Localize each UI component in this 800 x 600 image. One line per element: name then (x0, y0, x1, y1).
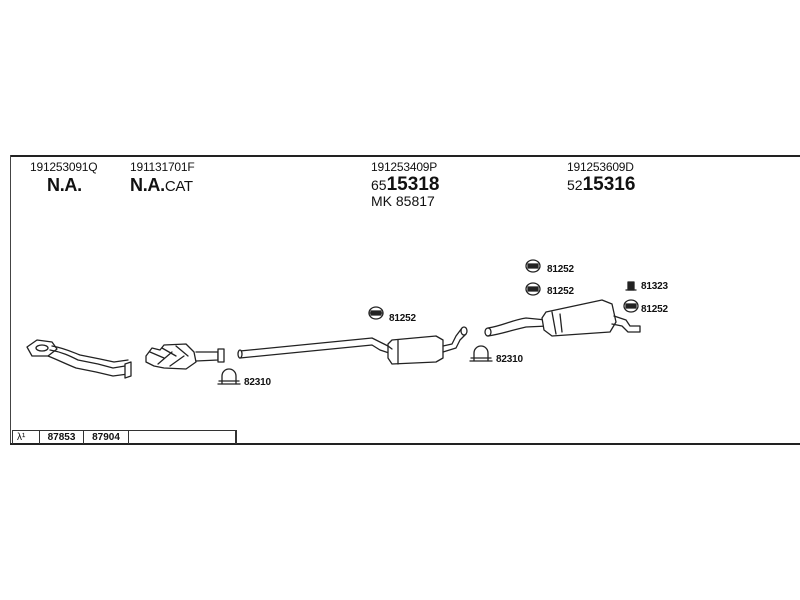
clamp-82310-front (217, 368, 241, 385)
label-hanger-rear-top: 81252 (547, 264, 574, 275)
part-number-rear-silencer: 191253609D (567, 160, 634, 174)
bolt-81323 (625, 281, 637, 291)
hanger-81252-middle (368, 306, 384, 320)
diagram-left-rule (10, 155, 11, 444)
label-clamp-front: 82310 (244, 377, 271, 388)
lambda-legend: λ¹ 87853 87904 (12, 430, 237, 444)
label-hanger-rear-mid: 81252 (547, 286, 574, 297)
rear-silencer-drawing (484, 299, 641, 337)
hanger-81252-rear-mid (525, 282, 541, 296)
diagram-bottom-rule (10, 443, 800, 445)
hanger-81252-rear-top (525, 259, 541, 273)
part-name-front-pipe: N.A. (47, 175, 82, 195)
lambda-symbol: λ¹ (13, 431, 40, 444)
part-name-catalyst-main: N.A. (130, 175, 165, 195)
clamp-82310-rear (469, 345, 493, 362)
code-middle-silencer-main: 15318 (386, 174, 440, 195)
part-name-catalyst-suffix: CAT (164, 178, 193, 195)
label-hanger-middle: 81252 (389, 313, 416, 324)
part-number-catalyst: 191131701F (130, 160, 195, 174)
code-rear-silencer-main: 15316 (582, 174, 636, 195)
catalyst-drawing (145, 343, 225, 370)
diagram-top-rule (10, 155, 800, 157)
lambda-sensor-1: 87853 (40, 431, 84, 444)
label-hanger-rear-right: 81252 (641, 304, 668, 315)
front-pipe-drawing (26, 339, 132, 379)
lambda-empty-cell (129, 431, 236, 444)
label-clamp-rear: 82310 (496, 354, 523, 365)
code-rear-silencer: 5215316 (567, 174, 635, 196)
code-middle-silencer-prefix: 65 (371, 177, 387, 193)
hanger-81252-rear-right (623, 299, 639, 313)
label-bolt: 81323 (641, 281, 668, 292)
code-rear-silencer-prefix: 52 (567, 177, 583, 193)
part-number-front-pipe: 191253091Q (30, 160, 98, 174)
part-name-catalyst: N.A.CAT (130, 175, 193, 196)
mk-number-middle-silencer: MK 85817 (371, 193, 435, 209)
lambda-sensor-2: 87904 (84, 431, 129, 444)
part-number-middle-silencer: 191253409P (371, 160, 438, 174)
middle-silencer-drawing (237, 326, 468, 365)
code-middle-silencer: 6515318 (371, 174, 439, 196)
